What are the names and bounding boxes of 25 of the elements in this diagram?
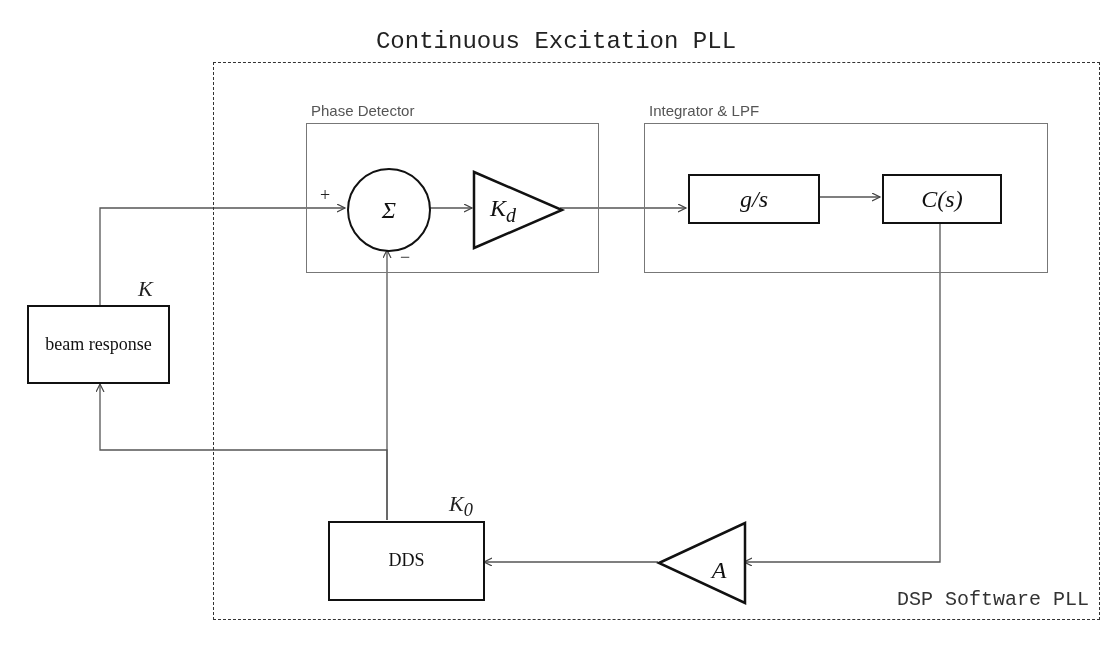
group-heading: Integrator & LPF <box>649 102 760 119</box>
sign-label: + <box>320 186 331 204</box>
gain-triangle <box>659 523 745 603</box>
process-box <box>882 174 1002 224</box>
gain-label: K$_{0}$ <box>449 493 473 520</box>
signal-arrow <box>559 203 687 213</box>
process-box <box>688 174 820 224</box>
block-label: DDS <box>388 550 425 572</box>
process-box <box>27 305 170 384</box>
math-symbol: A <box>711 555 727 585</box>
signal-arrow <box>99 203 346 306</box>
software-boundary <box>213 62 1100 620</box>
math-symbol: K$_{d}$ <box>490 193 516 227</box>
math-symbol: C(s) <box>921 184 963 214</box>
sign-label: − <box>400 248 411 266</box>
gain-triangle <box>474 172 562 248</box>
block-label: beam response <box>45 333 152 356</box>
gain-label: K <box>138 278 153 300</box>
math-symbol: g/s <box>740 184 768 214</box>
math-symbol: Σ <box>381 195 397 225</box>
group-heading: Phase Detector <box>311 102 415 119</box>
boundary-label: DSP Software PLL <box>896 588 1089 611</box>
diagram-title: Continuous Excitation PLL <box>374 28 738 55</box>
process-box <box>328 521 485 601</box>
signal-arrow <box>95 383 388 521</box>
